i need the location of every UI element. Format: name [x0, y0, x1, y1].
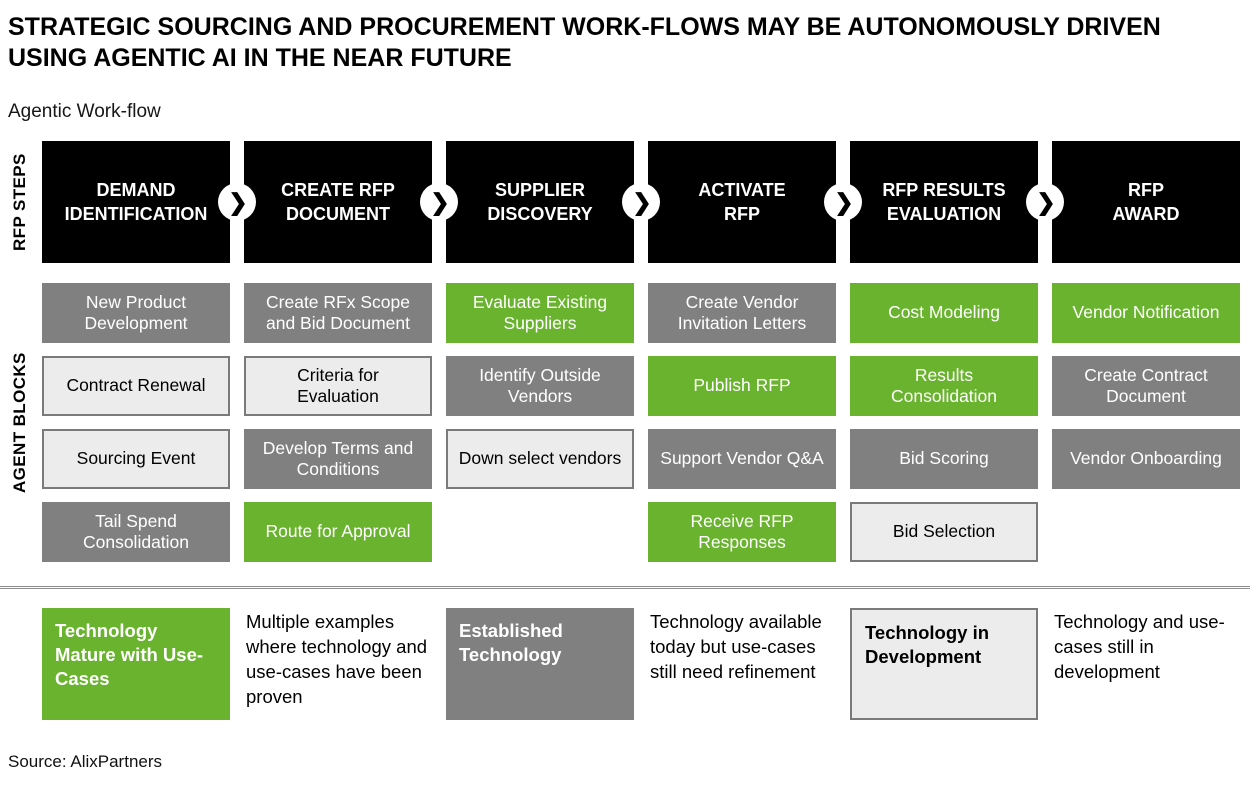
- step-connector: ❯: [420, 141, 458, 263]
- step-rfp-award: RFP AWARD: [1052, 141, 1240, 263]
- step-connector: ❯: [622, 141, 660, 263]
- block-support-vendor-qa: Support Vendor Q&A: [648, 429, 836, 489]
- column-gap: [836, 283, 850, 562]
- step-connector: ❯: [824, 141, 862, 263]
- legend-box-technology-in-development: Technology in Development: [850, 608, 1038, 720]
- legend-cell: Technology available today but use-cases…: [648, 608, 836, 720]
- block-develop-terms-and-conditions: Develop Terms and Conditions: [244, 429, 432, 489]
- column-gap: [1038, 283, 1052, 562]
- block-publish-rfp: Publish RFP: [648, 356, 836, 416]
- block-bid-scoring: Bid Scoring: [850, 429, 1038, 489]
- legend-box-established-technology: Established Technology: [446, 608, 634, 720]
- column-rfp-award: Vendor Notification Create Contract Docu…: [1052, 283, 1240, 562]
- block-route-for-approval: Route for Approval: [244, 502, 432, 562]
- block-receive-rfp-responses: Receive RFP Responses: [648, 502, 836, 562]
- column-gap: [634, 283, 648, 562]
- axis-label-agent-blocks: AGENT BLOCKS: [10, 352, 29, 494]
- column-gap: [1038, 608, 1052, 720]
- legend-cell: Technology Mature with Use-Cases: [42, 608, 230, 720]
- legend-box-technology-mature: Technology Mature with Use-Cases: [42, 608, 230, 720]
- diagram-subtitle: Agentic Work-flow: [8, 101, 161, 122]
- block-identify-outside-vendors: Identify Outside Vendors: [446, 356, 634, 416]
- step-connector: ❯: [1026, 141, 1064, 263]
- column-gap: [230, 608, 244, 720]
- block-create-vendor-invitation-letters: Create Vendor Invitation Letters: [648, 283, 836, 343]
- column-rfp-results-evaluation: Cost Modeling Results Consolidation Bid …: [850, 283, 1038, 562]
- block-tail-spend-consolidation: Tail Spend Consolidation: [42, 502, 230, 562]
- column-supplier-discovery: Evaluate Existing Suppliers Identify Out…: [446, 283, 634, 562]
- block-contract-renewal: Contract Renewal: [42, 356, 230, 416]
- step-activate-rfp: ACTIVATE RFP: [648, 141, 836, 263]
- chevron-right-icon: ❯: [420, 183, 458, 221]
- block-create-rfx-scope-and-bid-document: Create RFx Scope and Bid Document: [244, 283, 432, 343]
- column-gap: [836, 608, 850, 720]
- column-demand-identification: New Product Development Contract Renewal…: [42, 283, 230, 562]
- column-gap: [432, 283, 446, 562]
- chevron-right-icon: ❯: [622, 183, 660, 221]
- page-title: STRATEGIC SOURCING AND PROCUREMENT WORK-…: [8, 13, 1161, 72]
- column-create-rfp-document: Create RFx Scope and Bid Document Criter…: [244, 283, 432, 562]
- legend-cell: Technology and use-cases still in develo…: [1052, 608, 1240, 720]
- block-vendor-onboarding: Vendor Onboarding: [1052, 429, 1240, 489]
- block-new-product-development: New Product Development: [42, 283, 230, 343]
- block-cost-modeling: Cost Modeling: [850, 283, 1038, 343]
- step-connector: ❯: [218, 141, 256, 263]
- legend-desc-established-technology: Technology available today but use-cases…: [650, 611, 822, 682]
- chevron-right-icon: ❯: [824, 183, 862, 221]
- agent-blocks-grid: New Product Development Contract Renewal…: [42, 283, 1240, 562]
- column-gap: [230, 283, 244, 562]
- block-create-contract-document: Create Contract Document: [1052, 356, 1240, 416]
- column-gap: [634, 608, 648, 720]
- column-activate-rfp: Create Vendor Invitation Letters Publish…: [648, 283, 836, 562]
- workflow-diagram: DEMAND IDENTIFICATION ❯ CREATE RFP DOCUM…: [42, 141, 1240, 562]
- step-supplier-discovery: SUPPLIER DISCOVERY: [446, 141, 634, 263]
- chevron-right-icon: ❯: [1026, 183, 1064, 221]
- block-sourcing-event: Sourcing Event: [42, 429, 230, 489]
- legend-cell: Established Technology: [446, 608, 634, 720]
- block-evaluate-existing-suppliers: Evaluate Existing Suppliers: [446, 283, 634, 343]
- chevron-right-icon: ❯: [218, 183, 256, 221]
- legend-desc-technology-mature: Multiple examples where technology and u…: [246, 611, 428, 707]
- block-bid-selection: Bid Selection: [850, 502, 1038, 562]
- step-rfp-results-evaluation: RFP RESULTS EVALUATION: [850, 141, 1038, 263]
- column-gap: [432, 608, 446, 720]
- legend-divider: [0, 586, 1250, 589]
- axis-label-rfp-steps: RFP STEPS: [10, 153, 29, 251]
- step-create-rfp-document: CREATE RFP DOCUMENT: [244, 141, 432, 263]
- block-vendor-notification: Vendor Notification: [1052, 283, 1240, 343]
- step-demand-identification: DEMAND IDENTIFICATION: [42, 141, 230, 263]
- legend-cell: Technology in Development: [850, 608, 1038, 720]
- rfp-steps-row: DEMAND IDENTIFICATION ❯ CREATE RFP DOCUM…: [42, 141, 1240, 263]
- block-down-select-vendors: Down select vendors: [446, 429, 634, 489]
- block-criteria-for-evaluation: Criteria for Evaluation: [244, 356, 432, 416]
- legend-desc-technology-in-development: Technology and use-cases still in develo…: [1054, 611, 1225, 682]
- source-attribution: Source: AlixPartners: [8, 752, 163, 771]
- legend: Technology Mature with Use-Cases Multipl…: [42, 608, 1240, 720]
- block-results-consolidation: Results Consolidation: [850, 356, 1038, 416]
- legend-cell: Multiple examples where technology and u…: [244, 608, 432, 720]
